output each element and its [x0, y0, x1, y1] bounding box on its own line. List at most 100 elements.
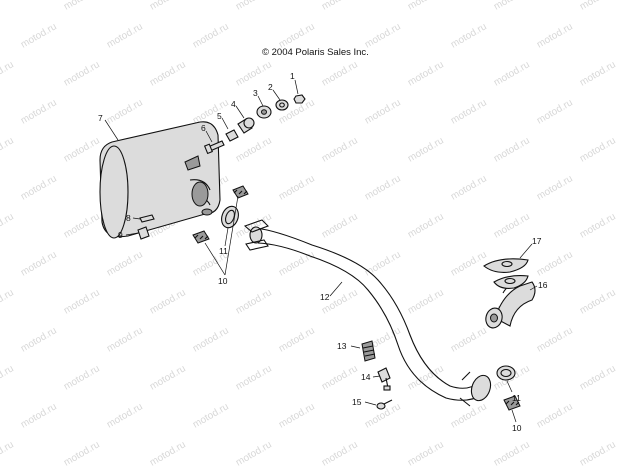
gasket-muffler	[221, 205, 239, 229]
watermark-text: motod.ru	[578, 0, 618, 13]
watermark-text: motod.ru	[320, 0, 360, 13]
callout-11a: 11	[219, 246, 228, 256]
nut	[293, 94, 306, 104]
watermark-text: motod.ru	[449, 97, 489, 126]
watermark-text: motod.ru	[105, 325, 145, 354]
watermark-text: motod.ru	[535, 173, 575, 202]
watermark-text: motod.ru	[320, 135, 360, 164]
callout-8: 8	[126, 213, 131, 223]
grommet	[256, 105, 272, 119]
watermark-text: motod.ru	[535, 401, 575, 430]
spacer	[225, 129, 239, 142]
watermark-text: motod.ru	[0, 439, 16, 468]
watermark-text: motod.ru	[492, 135, 532, 164]
watermark-text: motod.ru	[191, 325, 231, 354]
watermark-text: motod.ru	[535, 325, 575, 354]
watermark-text: motod.ru	[535, 97, 575, 126]
watermark-text: motod.ru	[148, 287, 188, 316]
callout-9: 9	[118, 230, 123, 240]
watermark-text: motod.ru	[0, 363, 16, 392]
watermark-text: motod.ru	[578, 439, 618, 468]
watermark-text: motod.ru	[492, 439, 532, 468]
callout-12: 12	[320, 292, 330, 302]
watermark-text: motod.ru	[406, 0, 446, 13]
bolt	[203, 140, 225, 155]
callout-10a: 10	[218, 276, 228, 286]
watermark-text: motod.ru	[19, 173, 59, 202]
callout-6: 6	[201, 123, 206, 133]
watermark-text: motod.ru	[19, 21, 59, 50]
watermark-text: motod.ru	[277, 21, 317, 50]
watermark-text: motod.ru	[62, 363, 102, 392]
flange-gasket	[483, 258, 529, 289]
callout-labels: 1 2 3 4 5 6 7 8 9 10 11 12 13 14 15 16 1…	[98, 71, 548, 433]
spark-arrestor-tip	[137, 226, 150, 240]
watermark-text: motod.ru	[19, 97, 59, 126]
watermark-text: motod.ru	[0, 59, 16, 88]
watermark-text: motod.ru	[0, 135, 16, 164]
watermark-text: motod.ru	[363, 173, 403, 202]
watermark-text: motod.ru	[105, 97, 145, 126]
watermark-text: motod.ru	[62, 59, 102, 88]
watermark-text: motod.ru	[19, 249, 59, 278]
watermark-text: motod.ru	[449, 173, 489, 202]
watermark-text: motod.ru	[578, 363, 618, 392]
gasket-pipe	[496, 365, 516, 381]
copyright-notice: © 2004 Polaris Sales Inc.	[262, 47, 369, 58]
watermark-text: motod.ru	[105, 21, 145, 50]
spring-13	[361, 340, 376, 362]
watermark-text: motod.ru	[492, 59, 532, 88]
watermark-text: motod.ru	[62, 0, 102, 13]
watermark-text: motod.ru	[0, 287, 16, 316]
watermark-text: motod.ru	[277, 325, 317, 354]
spring-upper	[232, 185, 249, 199]
callout-10b: 10	[512, 423, 522, 433]
watermark-text: motod.ru	[148, 439, 188, 468]
watermark-text: motod.ru	[277, 173, 317, 202]
watermark-text: motod.ru	[449, 325, 489, 354]
watermark-text: motod.ru	[19, 401, 59, 430]
watermark-text: motod.ru	[535, 249, 575, 278]
watermark-text: motod.ru	[148, 363, 188, 392]
watermark-text: motod.ru	[62, 135, 102, 164]
watermark-text: motod.ru	[234, 439, 274, 468]
exhaust-elbow	[485, 281, 536, 329]
watermark-text: motod.ru	[320, 211, 360, 240]
watermark-text: motod.ru	[406, 211, 446, 240]
clip	[139, 214, 155, 223]
watermark-text: motod.ru	[234, 287, 274, 316]
watermark-text: motod.ru	[148, 0, 188, 13]
watermark-text: motod.ru	[578, 211, 618, 240]
washer	[275, 99, 289, 111]
watermark-text: motod.ru	[62, 439, 102, 468]
watermark-text: motod.ru	[406, 287, 446, 316]
watermark-text: motod.ru	[234, 135, 274, 164]
callout-11b: 11	[512, 393, 521, 403]
watermark-text: motod.ru	[406, 363, 446, 392]
watermark-text: motod.ru	[449, 249, 489, 278]
muffler	[99, 121, 221, 239]
spring-pipe	[503, 395, 521, 411]
clip-15	[376, 399, 393, 410]
watermark-text: motod.ru	[191, 21, 231, 50]
watermark-text: motod.ru	[0, 211, 16, 240]
callout-7: 7	[98, 113, 103, 123]
watermark-text: motod.ru	[578, 59, 618, 88]
watermark-text: motod.ru	[492, 0, 532, 13]
bushing	[237, 117, 255, 134]
watermark-text: motod.ru	[105, 249, 145, 278]
watermark-text: motod.ru	[62, 287, 102, 316]
watermark-text: motod.ru	[320, 363, 360, 392]
callout-14: 14	[361, 372, 371, 382]
watermark-text: motod.ru	[234, 0, 274, 13]
watermark-text: motod.ru	[320, 59, 360, 88]
callout-17: 17	[532, 236, 542, 246]
watermark-text: motod.ru	[148, 59, 188, 88]
watermark-text: motod.ru	[492, 211, 532, 240]
watermark-text: motod.ru	[234, 363, 274, 392]
watermark-text: motod.ru	[191, 401, 231, 430]
callout-2: 2	[268, 82, 273, 92]
